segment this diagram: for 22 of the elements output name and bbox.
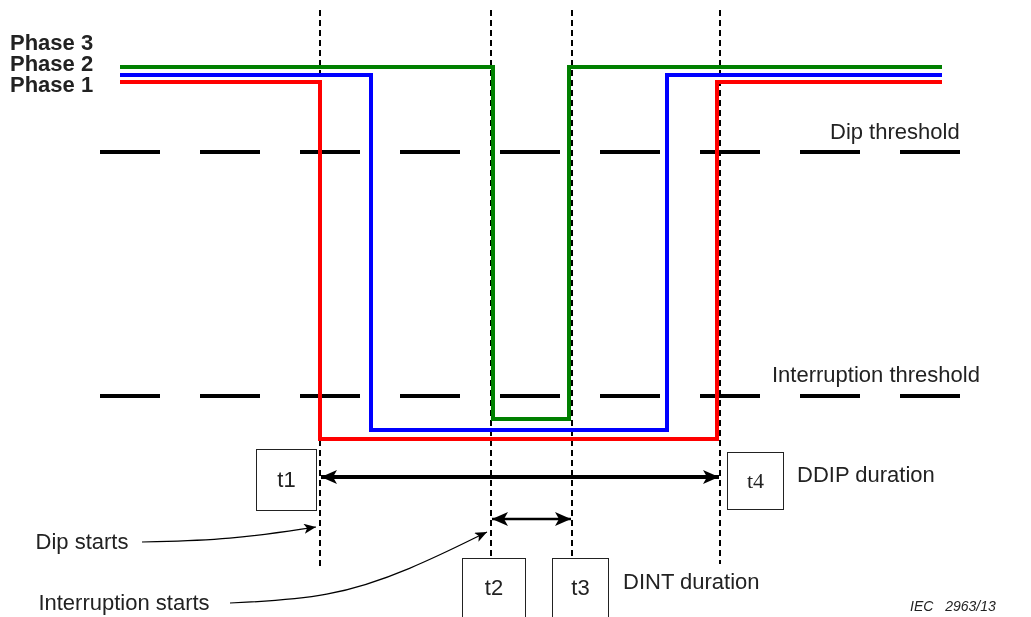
time-box [462,558,526,617]
time-label: t2 [484,575,504,601]
time-box [552,558,609,617]
time-box [727,452,784,510]
time-label: t4 [746,468,765,494]
time-box [256,449,317,511]
time-label: t3 [571,575,590,601]
figure-id: IEC 2963/13 [910,598,996,614]
time-label: t1 [277,467,296,493]
threshold-label: Dip threshold [830,119,960,145]
duration-arrow [492,512,571,526]
annotation-text: Interruption starts [18,589,230,617]
phase-label: Phase 1 [10,75,94,95]
leader-line [229,531,488,604]
leader-line [141,523,317,543]
phase-label: Phase 2 [10,54,94,74]
phase-label: Phase 3 [10,33,94,53]
duration-label: DDIP duration [797,462,935,488]
threshold-label: Interruption threshold [772,362,980,388]
duration-label: DINT duration [623,569,760,595]
annotation-text: Dip starts [22,528,142,556]
duration-arrow [321,470,719,484]
